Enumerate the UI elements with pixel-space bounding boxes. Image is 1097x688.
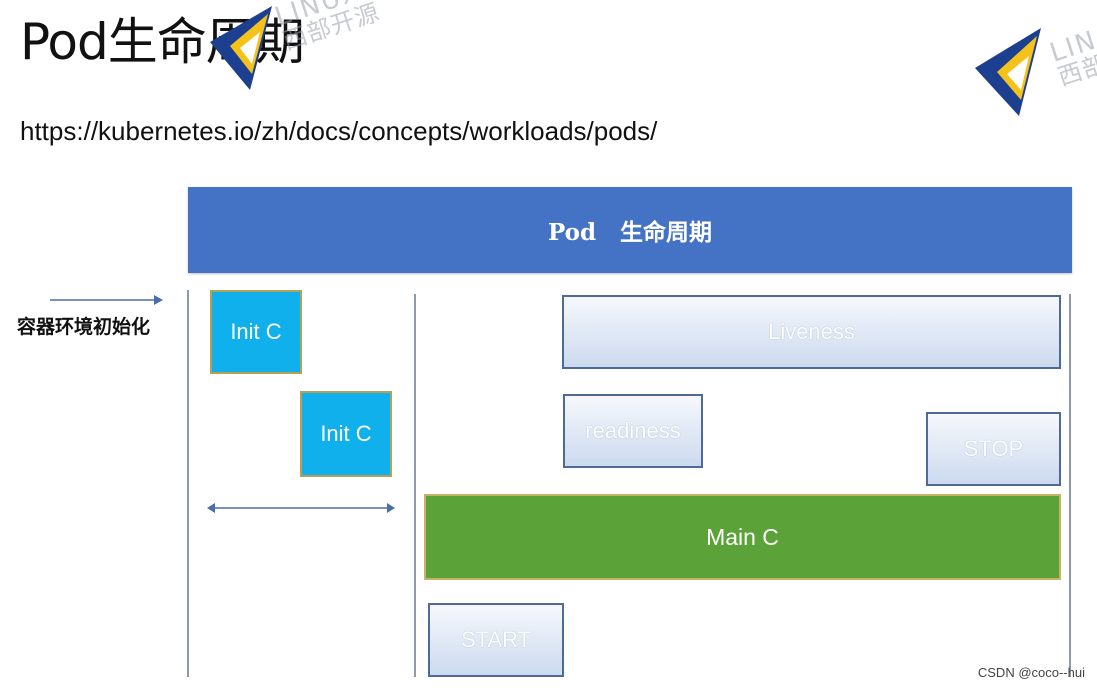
- logo-mark-icon: [210, 6, 272, 90]
- liveness-probe-box: Liveness: [562, 295, 1061, 369]
- init-container-label: Init C: [230, 319, 282, 344]
- source-url: https://kubernetes.io/zh/docs/concepts/w…: [20, 116, 658, 146]
- readiness-label: readiness: [585, 418, 681, 443]
- env-init-arrow: [50, 295, 163, 305]
- init-container-1: Init C: [210, 290, 302, 374]
- logo-top-right: LIN 西部: [975, 28, 1097, 120]
- liveness-label: Liveness: [768, 319, 855, 344]
- init-container-label: Init C: [320, 421, 372, 446]
- pod-lifecycle-banner: Pod 生命周期: [188, 187, 1072, 273]
- main-container-label: Main C: [706, 523, 779, 550]
- stop-hook-box: STOP: [926, 412, 1061, 486]
- main-container-box: Main C: [424, 494, 1061, 580]
- init-phase-divider: [414, 294, 416, 677]
- env-init-label: 容器环境初始化: [17, 316, 151, 338]
- left-boundary-line: [187, 290, 189, 677]
- right-boundary-line: [1069, 294, 1071, 677]
- init-container-2: Init C: [300, 391, 392, 477]
- init-span-arrow: [207, 503, 395, 513]
- readiness-probe-box: readiness: [563, 394, 703, 468]
- footer-credit: CSDN @coco--hui: [977, 665, 1085, 680]
- logo-mark-icon: [975, 28, 1041, 116]
- start-label: START: [460, 627, 532, 652]
- logo-top-left: LINUX 西部开源: [210, 0, 440, 96]
- stop-label: STOP: [963, 436, 1024, 461]
- banner-label: Pod 生命周期: [547, 219, 713, 246]
- start-hook-box: START: [428, 603, 564, 677]
